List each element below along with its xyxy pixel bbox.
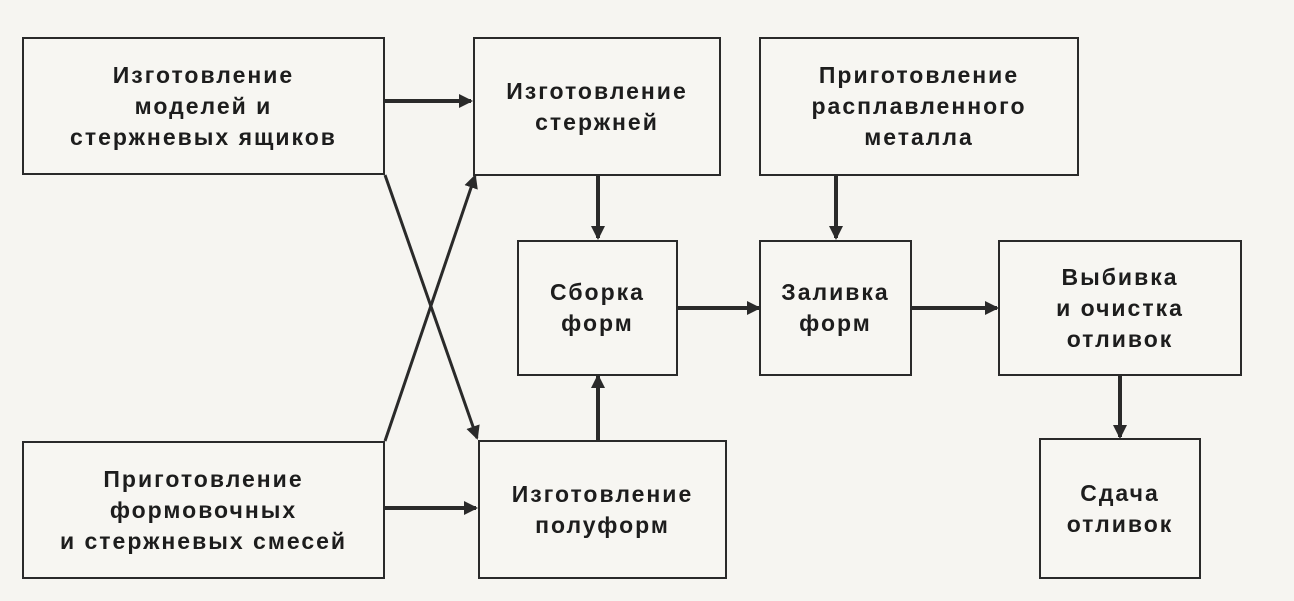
node-pouring: Заливка форм — [759, 240, 912, 376]
node-metal: Приготовление расплавленного металла — [759, 37, 1079, 176]
node-halfmolds: Изготовление полуформ — [478, 440, 727, 579]
node-mixtures: Приготовление формовочных и стержневых с… — [22, 441, 385, 579]
node-label: Изготовление моделей и стержневых ящиков — [70, 61, 337, 150]
node-label: Приготовление формовочных и стержневых с… — [59, 465, 348, 554]
node-label: Изготовление полуформ — [511, 480, 694, 538]
node-label: Изготовление стержней — [506, 77, 688, 135]
node-assembly: Сборка форм — [517, 240, 678, 376]
node-knockout: Выбивка и очистка отливок — [998, 240, 1242, 376]
node-models: Изготовление моделей и стержневых ящиков — [22, 37, 385, 175]
node-label: Заливка форм — [781, 279, 890, 336]
edge-mixtures-to-cores — [383, 174, 478, 442]
node-delivery: Сдача отливок — [1039, 438, 1201, 579]
node-label: Сборка форм — [550, 279, 645, 336]
node-label: Приготовление расплавленного металла — [811, 62, 1027, 150]
node-label: Сдача отливок — [1066, 479, 1174, 537]
node-label: Выбивка и очистка отливок — [1056, 263, 1184, 352]
node-cores: Изготовление стержней — [473, 37, 721, 176]
